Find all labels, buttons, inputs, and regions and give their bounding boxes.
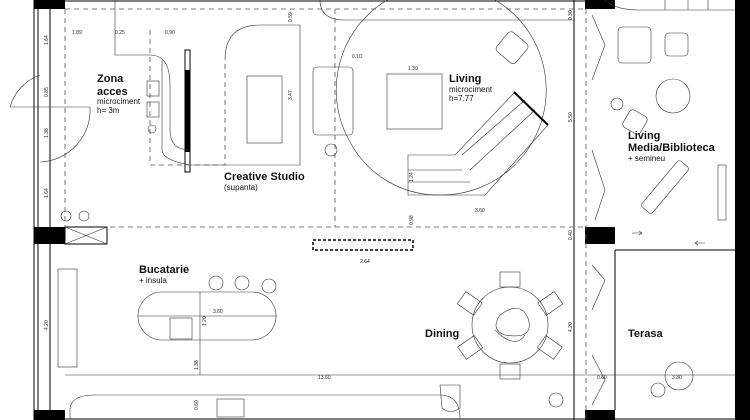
- dim: 3.30: [672, 375, 682, 381]
- dim: 3.60: [213, 309, 223, 315]
- grid-lines: [64, 8, 735, 376]
- dim: 13.60: [318, 375, 331, 381]
- dim: 5.50: [568, 112, 574, 122]
- dim: 0.60: [194, 400, 200, 410]
- terrace: [591, 230, 705, 406]
- label-title: Bucatarie: [139, 264, 189, 276]
- staircase: [114, 0, 301, 173]
- dim: 0.85: [44, 87, 50, 97]
- entrance-door[interactable]: [9, 74, 91, 163]
- label-sub: h= 3m: [97, 106, 120, 115]
- dim: 1.39: [408, 66, 418, 72]
- label-sub: microciment: [449, 85, 493, 94]
- dim: 0.90: [165, 30, 175, 36]
- room-label-living-media: Living Media/Biblioteca + semineu: [628, 130, 716, 163]
- room-label-bucatarie: Bucatarie + insula: [139, 264, 189, 285]
- dim: 0.98: [409, 215, 415, 225]
- living-furniture: [312, 0, 575, 196]
- dim: 0.59: [288, 12, 294, 22]
- dim: 0.40: [568, 230, 574, 240]
- dim: 1.89: [72, 30, 82, 36]
- label-sub: (supanta): [224, 183, 258, 192]
- dim: 0.10: [352, 54, 362, 60]
- dimension-labels: 1.64 0.85 1.38 1.64 4.20 1.38 0.60 0.59 …: [44, 10, 682, 410]
- media-furniture: [591, 0, 735, 221]
- kitchen: [57, 210, 461, 420]
- room-label-living: Living microciment h=7.77: [449, 73, 493, 103]
- dim: 1.24: [409, 172, 415, 182]
- partition-shelf: [312, 239, 414, 251]
- dim: 4.20: [44, 320, 50, 330]
- label-title: Media/Biblioteca: [628, 142, 716, 154]
- label-sub: microciment: [97, 97, 141, 106]
- dim: 0.25: [115, 30, 125, 36]
- dim: 3.47: [288, 90, 294, 100]
- label-sub: h=7.77: [449, 94, 474, 103]
- dim: 1.64: [44, 35, 50, 45]
- label-title: Zona: [97, 73, 124, 85]
- label-title: Creative Studio: [224, 171, 305, 183]
- label-title: acces: [97, 86, 128, 98]
- label-sub: + semineu: [628, 154, 665, 163]
- dim: 1.64: [44, 188, 50, 198]
- walls: [33, 0, 750, 420]
- room-label-creative-studio: Creative Studio (supanta): [224, 171, 305, 192]
- studio-desk: [246, 75, 283, 144]
- room-label-dining: Dining: [425, 328, 459, 340]
- dim: 2.64: [360, 259, 370, 265]
- dim: 1.38: [44, 128, 50, 138]
- label-title: Living: [449, 73, 481, 85]
- dining-table: [439, 271, 564, 412]
- dim: 4.20: [568, 322, 574, 332]
- label-title: Living: [628, 130, 660, 142]
- dim: 1.20: [202, 316, 208, 326]
- dim: 0.30: [568, 10, 574, 20]
- dim: 1.38: [194, 360, 200, 370]
- room-label-terasa: Terasa: [628, 328, 664, 340]
- dim: 3.60: [475, 208, 485, 214]
- label-sub: + insula: [139, 276, 167, 285]
- dim: 0.60: [597, 375, 607, 381]
- room-label-zona-acces: Zona acces microciment h= 3m: [97, 73, 141, 115]
